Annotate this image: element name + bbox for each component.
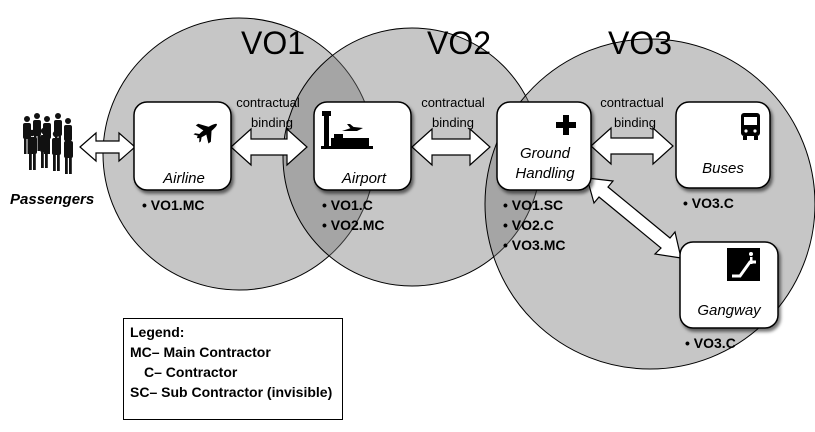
vo2-title: VO2	[427, 25, 491, 61]
ground-role-1: • VO1.SC	[503, 197, 563, 213]
bus-icon	[741, 113, 760, 140]
vo3-title: VO3	[608, 25, 672, 61]
legend-item-c: C– Contractor	[144, 364, 238, 380]
gangway-label: Gangway	[697, 302, 762, 319]
airport-label: Airport	[341, 170, 387, 187]
passengers-label: Passengers	[10, 191, 94, 208]
airline-airport-arrow	[230, 127, 308, 167]
ground-handling-label-line1: Ground	[520, 145, 571, 162]
legend-item-sc: SC– Sub Contractor (invisible)	[130, 384, 333, 400]
buses-node: Buses	[675, 101, 771, 189]
passengers-icon	[23, 113, 73, 174]
edge-label-binding-3: binding	[614, 115, 656, 130]
medical-cross-icon	[556, 115, 576, 135]
airport-role-1: • VO1.C	[322, 197, 373, 213]
edge-label-contractual-2: contractual	[421, 95, 485, 110]
edge-label-contractual-1: contractual	[236, 95, 300, 110]
edge-label-binding-2: binding	[432, 115, 474, 130]
buses-role-1: • VO3.C	[683, 195, 734, 211]
ground-handling-label-line2: Handling	[515, 165, 575, 182]
ground-role-3: • VO3.MC	[503, 237, 565, 253]
edge-label-binding-1: binding	[251, 115, 293, 130]
legend-box: Legend: MC– Main Contractor C– Contracto…	[123, 318, 343, 420]
airline-label: Airline	[162, 170, 205, 187]
gangway-node: Gangway	[679, 241, 779, 329]
edge-label-contractual-3: contractual	[600, 95, 664, 110]
buses-label: Buses	[702, 160, 744, 177]
airline-node: Airline	[133, 101, 232, 191]
airport-role-2: • VO2.MC	[322, 217, 384, 233]
airport-node: Airport	[313, 101, 412, 191]
airline-role-1: • VO1.MC	[142, 197, 204, 213]
legend-item-mc: MC– Main Contractor	[130, 344, 271, 360]
ground-role-2: • VO2.C	[503, 217, 554, 233]
legend-title: Legend:	[130, 324, 185, 340]
escalator-icon	[727, 248, 760, 281]
ground-handling-node: Ground Handling	[496, 101, 592, 191]
gangway-role-1: • VO3.C	[685, 335, 736, 351]
airplane-icon	[193, 123, 217, 144]
vo1-title: VO1	[241, 25, 305, 61]
airport-tower-icon	[321, 111, 373, 149]
ground-buses-arrow	[590, 126, 674, 166]
airport-ground-arrow	[411, 127, 491, 167]
